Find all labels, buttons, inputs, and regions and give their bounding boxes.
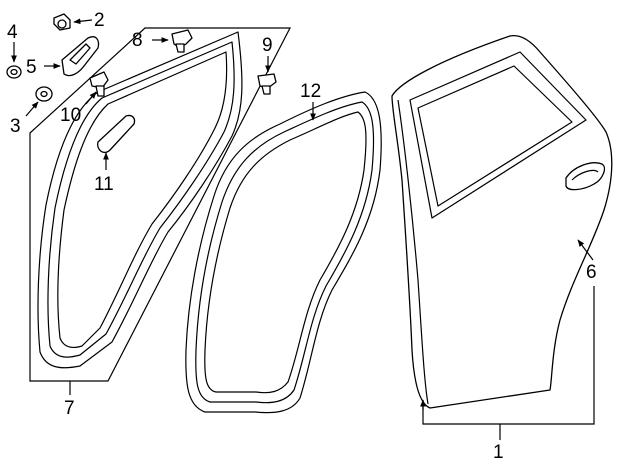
- callout-6: 6: [586, 262, 597, 283]
- leader-1: [422, 286, 595, 425]
- clip-10: [89, 71, 109, 97]
- leader-3: [25, 101, 39, 117]
- callout-11: 11: [94, 174, 114, 195]
- leader-10: [85, 91, 97, 105]
- callout-7: 7: [64, 398, 75, 419]
- grommet-4: [6, 65, 22, 79]
- rear-door-1: [391, 34, 613, 409]
- clip-8: [171, 29, 193, 53]
- clip-9: [257, 73, 277, 95]
- callout-2: 2: [94, 10, 105, 31]
- callout-4: 4: [7, 22, 18, 43]
- door-weatherstrip-7: [37, 31, 243, 369]
- callout-3: 3: [10, 116, 21, 137]
- callout-10: 10: [60, 105, 81, 126]
- body-weatherstrip-12: [185, 91, 382, 414]
- callout-12: 12: [300, 81, 321, 102]
- grommet-3: [35, 86, 53, 102]
- callout-9: 9: [262, 35, 273, 56]
- handle-bracket-5: [61, 36, 100, 77]
- callout-5: 5: [26, 57, 37, 78]
- cap-2: [53, 13, 71, 31]
- trim-piece-11: [97, 114, 136, 154]
- callout-1: 1: [493, 442, 504, 463]
- leader-6: [577, 239, 594, 261]
- callout-8: 8: [132, 30, 143, 51]
- group-bracket-7: [29, 27, 291, 382]
- leader-2: [73, 18, 93, 25]
